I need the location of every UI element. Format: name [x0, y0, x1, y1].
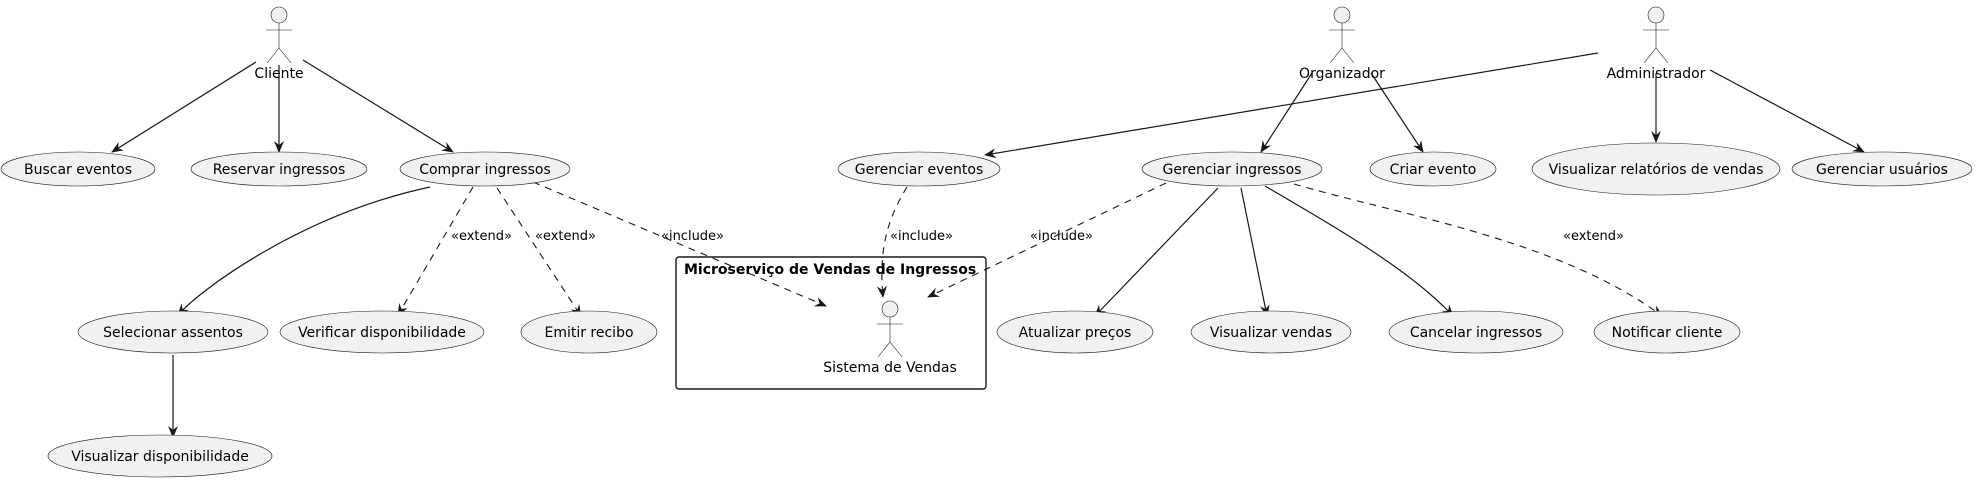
actor-label: Cliente — [254, 66, 303, 82]
label-include-gerenciar-ingressos: «include» — [1030, 229, 1093, 244]
actor-head-icon — [881, 300, 899, 318]
edge-cliente-comprar-ingressos — [302, 59, 454, 153]
usecase-label: Buscar eventos — [24, 162, 132, 178]
usecase-label: Atualizar preços — [1019, 325, 1132, 341]
usecase-gerenciar-ingressos: Gerenciar ingressos — [1141, 151, 1323, 187]
actor-label: Organizador — [1299, 66, 1385, 82]
actor-body-icon — [266, 23, 292, 64]
usecase-label: Visualizar relatórios de vendas — [1549, 162, 1764, 178]
edge-administrador-gerenciar-usuarios — [1709, 69, 1865, 153]
system-boundary-box — [675, 256, 987, 390]
usecase-verificar-disponibilidade: Verificar disponibilidade — [279, 310, 485, 354]
usecase-label: Visualizar disponibilidade — [71, 449, 249, 465]
label-extend-verificar: «extend» — [451, 229, 512, 244]
label-extend-notificar: «extend» — [1563, 229, 1624, 244]
edge-gerenciar-cancelar-ingressos — [1264, 185, 1454, 317]
actor-label: Administrador — [1607, 66, 1706, 82]
dependencies — [397, 181, 1663, 317]
edge-organizador-gerenciar-ingressos — [1260, 72, 1313, 153]
actor-administrador: Administrador — [1607, 6, 1706, 82]
system-boundary-title: Microserviço de Vendas de Ingressos — [684, 262, 976, 278]
actor-organizador: Organizador — [1299, 6, 1385, 82]
usecase-buscar-eventos: Buscar eventos — [0, 151, 156, 187]
usecase-comprar-ingressos: Comprar ingressos — [399, 151, 571, 187]
actor-label: Sistema de Vendas — [823, 360, 957, 376]
edge-cliente-buscar-eventos — [111, 61, 257, 153]
usecase-label: Reservar ingressos — [213, 162, 346, 178]
edge-organizador-criar-evento — [1370, 72, 1424, 153]
edge-extend-notificar — [1293, 183, 1663, 317]
edge-include-comprar-sistema — [532, 181, 827, 307]
usecase-label: Criar evento — [1390, 162, 1477, 178]
usecase-atualizar-precos: Atualizar preços — [996, 310, 1154, 354]
usecase-label: Verificar disponibilidade — [298, 325, 466, 341]
usecase-label: Gerenciar eventos — [855, 162, 984, 178]
edge-extend-emitir — [496, 187, 582, 317]
usecase-notificar-cliente: Notificar cliente — [1593, 310, 1741, 354]
usecase-label: Gerenciar usuários — [1816, 162, 1948, 178]
label-include-comprar: «include» — [661, 229, 724, 244]
usecase-label: Visualizar vendas — [1210, 325, 1332, 341]
usecase-label: Comprar ingressos — [419, 162, 551, 178]
edge-include-gerenciar-ingressos-sistema — [927, 182, 1167, 298]
usecase-reservar-ingressos: Reservar ingressos — [190, 151, 368, 187]
usecase-emitir-recibo: Emitir recibo — [520, 310, 658, 354]
usecase-visualizar-vendas: Visualizar vendas — [1190, 310, 1352, 354]
edge-comprar-selecionar-assentos — [177, 186, 431, 316]
system-boundary: Microserviço de Vendas de Ingressos — [675, 256, 987, 390]
edge-extend-verificar — [397, 186, 474, 316]
label-extend-emitir: «extend» — [535, 229, 596, 244]
edge-labels: «extend» «extend» «include» «include» «i… — [451, 229, 1624, 244]
edge-gerenciar-atualizar-precos — [1094, 187, 1219, 317]
usecase-label: Selecionar assentos — [103, 325, 243, 341]
label-include-gerenciar-eventos: «include» — [890, 229, 953, 244]
usecase-criar-evento: Criar evento — [1369, 151, 1497, 187]
usecase-label: Cancelar ingressos — [1410, 325, 1542, 341]
usecase-gerenciar-eventos: Gerenciar eventos — [837, 151, 1001, 187]
usecase-label: Gerenciar ingressos — [1163, 162, 1302, 178]
actor-head-icon — [270, 6, 288, 24]
usecase-cancelar-ingressos: Cancelar ingressos — [1388, 310, 1564, 354]
usecase-selecionar-assentos: Selecionar assentos — [77, 310, 269, 354]
usecase-visualizar-disponibilidade: Visualizar disponibilidade — [47, 434, 273, 478]
usecase-label: Notificar cliente — [1612, 325, 1723, 341]
usecase-label: Emitir recibo — [544, 325, 633, 341]
actor-body-icon — [1329, 23, 1355, 64]
actor-body-icon — [877, 317, 903, 358]
actor-cliente: Cliente — [254, 6, 304, 82]
usecase-visualizar-relatorios: Visualizar relatórios de vendas — [1531, 142, 1781, 196]
actor-head-icon — [1647, 6, 1665, 24]
actor-body-icon — [1643, 23, 1669, 64]
associations — [111, 52, 1865, 438]
actor-sistema-de-vendas: Sistema de Vendas — [823, 300, 957, 376]
usecase-gerenciar-usuarios: Gerenciar usuários — [1791, 151, 1973, 187]
actor-head-icon — [1333, 6, 1351, 24]
edge-gerenciar-visualizar-vendas — [1240, 187, 1270, 317]
